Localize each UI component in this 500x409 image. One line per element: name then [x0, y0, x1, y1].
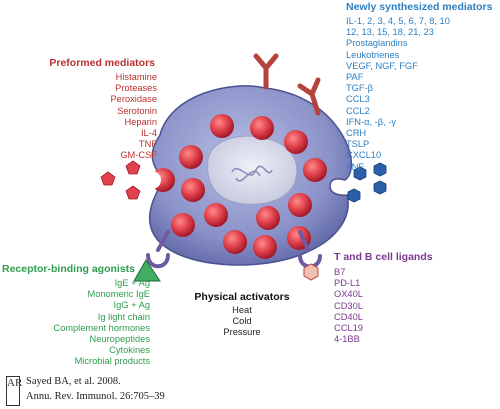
ligand-hexagon-icon [303, 263, 319, 281]
list-item: PD-L1 [334, 278, 361, 289]
physical-activators-list: Heat Cold Pressure [182, 305, 302, 339]
list-item: Cold [232, 316, 252, 327]
granule [250, 116, 274, 140]
list-item: Serotonin [117, 105, 157, 116]
list-item: IL-1, 2, 3, 4, 5, 6, 7, 8, 10 [346, 16, 450, 26]
granules [171, 114, 327, 259]
receptor-binding-agonists-group: Receptor-binding agonists IgE + Ag Monom… [2, 263, 152, 368]
granule [253, 235, 277, 259]
citation-line-1: Sayed BA, et al. 2008. [26, 376, 121, 387]
list-item: OX40L [334, 289, 363, 300]
list-item: TSLP [346, 139, 370, 150]
list-item: B7 [334, 267, 346, 277]
receptor-icon [146, 230, 170, 269]
list-item: VEGF, NGF, FGF [346, 60, 418, 71]
tb-cell-ligands-heading: T and B cell ligands [334, 251, 433, 263]
pentagon-icon [125, 185, 141, 200]
list-item: CXCL10 [346, 150, 382, 161]
list-item: 4-1BB [334, 334, 360, 345]
granule [210, 114, 234, 138]
list-item: Neuropeptides [89, 334, 150, 345]
granule [171, 213, 195, 237]
granule [284, 130, 308, 154]
list-item: Heparin [124, 116, 157, 127]
hexagon-icon [353, 166, 367, 181]
physical-activators-group: Physical activators Heat Cold Pressure [182, 291, 302, 339]
hexagon-icon [373, 180, 387, 195]
annual-reviews-logo: AR [6, 376, 22, 406]
list-item: CD40L [334, 311, 363, 322]
hexagon-icon [347, 188, 361, 203]
ige-antibodies [253, 53, 321, 116]
tb-cell-ligands-list: B7 PD-L1 OX40L CD30L CD40L CCL19 4-1BB [334, 267, 484, 345]
list-item: Leukotrienes [346, 49, 400, 60]
list-item: Proteases [115, 83, 157, 94]
antibody-icon [253, 53, 279, 90]
list-item: CCL2 [346, 105, 370, 116]
pentagon-icon [125, 160, 141, 175]
list-item: IL-4 [140, 128, 157, 139]
list-item: TNF [346, 161, 365, 172]
list-item: Prostaglandins [346, 38, 408, 49]
granule [288, 193, 312, 217]
list-item: Heat [232, 305, 252, 315]
antibody-icon [297, 77, 321, 116]
list-item: TGF-β [346, 83, 374, 94]
newly-synthesized-heading: Newly synthesized mediators [346, 1, 493, 13]
pentagon-icon [100, 171, 116, 186]
list-item: TNF [138, 139, 157, 150]
granule [303, 158, 327, 182]
newly-synthesized-list: IL-1, 2, 3, 4, 5, 6, 7, 8, 10 12, 13, 15… [346, 16, 500, 173]
agonist-triangle-icon [133, 259, 161, 282]
preformed-mediators-heading: Preformed mediators [49, 57, 155, 69]
nucleus [207, 135, 298, 205]
granule [179, 145, 203, 169]
tb-cell-ligands-group: T and B cell ligands B7 PD-L1 OX40L CD30… [334, 251, 484, 345]
list-item: GM-CSF [120, 150, 157, 161]
list-item: Microbial products [74, 356, 150, 367]
receptor-binding-list: IgE + Ag Monomeric IgE IgG + Ag Ig light… [2, 278, 152, 368]
list-item: Peroxidase [110, 94, 157, 105]
list-item: IFN-α, -β, -γ [346, 116, 396, 127]
citation-text: Sayed BA, et al. 2008. Annu. Rev. Immuno… [26, 374, 165, 404]
list-item: Ig light chain [97, 311, 150, 322]
granule [181, 178, 205, 202]
granule [204, 203, 228, 227]
list-item: 12, 13, 15, 18, 21, 23 [346, 27, 434, 38]
physical-activators-heading: Physical activators [194, 291, 290, 303]
list-item: Pressure [223, 327, 261, 338]
list-item: PAF [346, 72, 364, 83]
newly-synthesized-particles [347, 162, 387, 203]
citation-line-2: Annu. Rev. Immunol. 26:705–39 [26, 391, 165, 402]
receptor-binding-heading: Receptor-binding agonists [2, 263, 136, 275]
granule [223, 230, 247, 254]
list-item: Monomeric IgE [87, 289, 150, 300]
newly-synthesized-mediators-group: Newly synthesized mediators IL-1, 2, 3, … [346, 1, 500, 173]
list-item: Cytokines [109, 345, 150, 356]
hexagon-icon [373, 162, 387, 177]
list-item: Complement hormones [53, 322, 150, 333]
list-item: Histamine [115, 72, 157, 82]
list-item: CCL3 [346, 94, 370, 105]
preformed-mediators-group: Preformed mediators Histamine Proteases … [12, 57, 157, 162]
list-item: CCL19 [334, 323, 363, 334]
list-item: IgE + Ag [114, 278, 150, 288]
list-item: IgG + Ag [113, 300, 150, 311]
list-item: CRH [346, 128, 367, 139]
list-item: CD30L [334, 300, 363, 311]
preformed-mediators-list: Histamine Proteases Peroxidase Serotonin… [12, 72, 157, 162]
preformed-mediator-particles [100, 160, 141, 200]
dna-icon [231, 165, 273, 182]
granule [256, 206, 280, 230]
